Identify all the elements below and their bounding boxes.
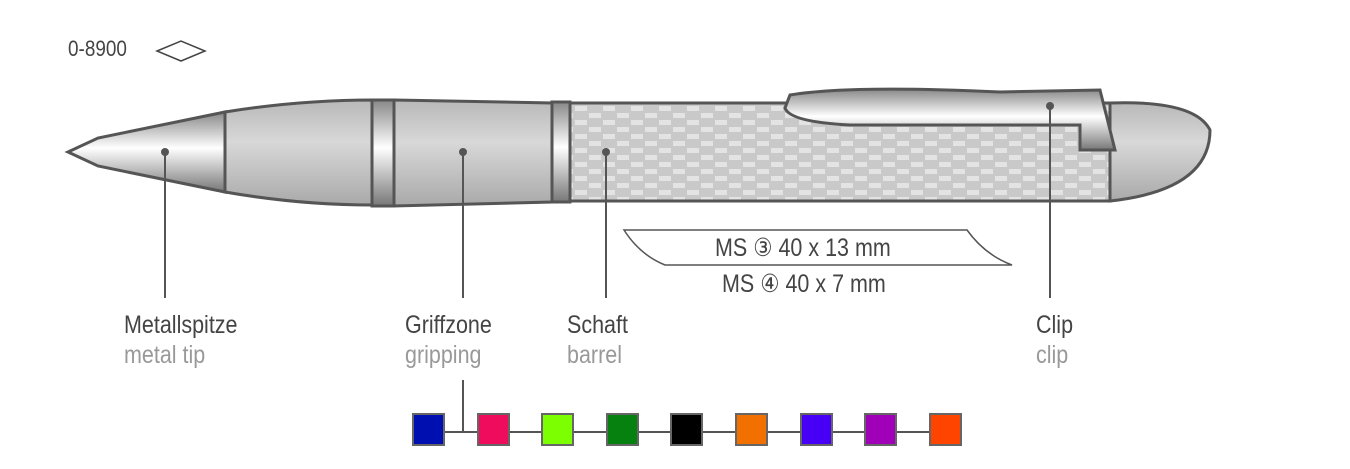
- color-swatch[interactable]: [541, 413, 575, 446]
- label-barrel-de: Schaft: [567, 311, 628, 339]
- print-area-shape: [622, 229, 1013, 266]
- metal-tip: [64, 110, 227, 194]
- print-area-2: MS ④ 40 x 7 mm: [722, 270, 886, 298]
- label-metal-tip-de: Metallspitze: [124, 311, 238, 339]
- color-swatch[interactable]: [670, 413, 704, 446]
- article-diamond-icon: [155, 40, 207, 62]
- color-swatch[interactable]: [799, 413, 833, 446]
- label-clip-en: clip: [1036, 341, 1069, 369]
- label-grip-en: gripping: [405, 341, 482, 369]
- grip-zone: [223, 98, 374, 207]
- color-swatch[interactable]: [928, 413, 962, 446]
- color-swatch[interactable]: [735, 413, 768, 446]
- color-swatch[interactable]: [605, 413, 639, 446]
- color-swatch[interactable]: [412, 413, 445, 446]
- print-area-1: MS ③ 40 x 13 mm: [715, 234, 891, 262]
- article-code: 0-8900: [68, 36, 127, 61]
- clip: [783, 87, 1117, 152]
- label-metal-tip-en: metal tip: [124, 341, 206, 369]
- color-swatch[interactable]: [476, 413, 510, 446]
- label-clip-de: Clip: [1036, 311, 1074, 339]
- label-barrel-en: barrel: [567, 341, 622, 369]
- label-grip-de: Griffzone: [405, 311, 492, 339]
- color-swatch[interactable]: [864, 413, 898, 446]
